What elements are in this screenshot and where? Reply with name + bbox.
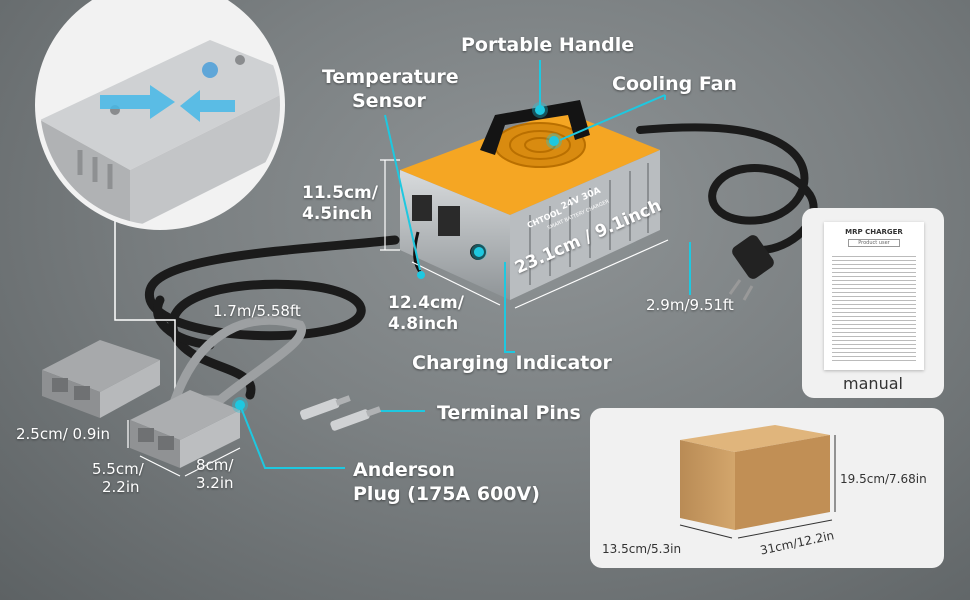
anderson-plug-loose [42, 340, 160, 418]
depth-label-in: 4.8inch [388, 314, 459, 334]
connector-zoom [35, 0, 285, 230]
manual-sheet: MRP CHARGER Product user [824, 222, 924, 370]
manual-panel: MRP CHARGER Product user manual [802, 208, 944, 398]
temperature-sensor-label-2: Sensor [352, 90, 426, 112]
charging-indicator-label: Charging Indicator [412, 352, 612, 374]
portable-handle-label: Portable Handle [461, 34, 635, 56]
output-cable-length: 1.7m/5.58ft [213, 302, 301, 320]
plug-height-label: 2.5cm/ 0.9in [16, 425, 111, 443]
height-label-in: 4.5inch [302, 204, 373, 224]
indicator-dot [474, 247, 484, 257]
box-height-label: 19.5cm/7.68in [840, 472, 927, 486]
height-label-cm: 11.5cm/ [302, 183, 378, 203]
plug-width-label-in: 2.2in [102, 478, 140, 496]
input-cable [636, 123, 818, 254]
carton-box [680, 425, 830, 530]
depth-label-cm: 12.4cm/ [388, 293, 464, 313]
dimension-lines [380, 159, 669, 309]
plug-length-label-cm: 8cm/ [196, 456, 234, 474]
manual-subtitle: Product user [848, 239, 900, 247]
box-depth-label: 13.5cm/5.3in [602, 542, 682, 556]
anderson-plug-label-1: Anderson [353, 459, 455, 481]
anderson-plug-handle [130, 315, 306, 468]
handle-dot [535, 105, 545, 115]
fan-dot [549, 136, 559, 146]
temperature-sensor-label-1: Temperature [322, 66, 459, 88]
plug-width-label-cm: 5.5cm/ [92, 460, 144, 478]
terminal-pins-label: Terminal Pins [437, 402, 581, 424]
terminal-pins [299, 395, 382, 431]
plug-dot [235, 400, 245, 410]
charger-body [400, 100, 660, 300]
plug-length-label-in: 3.2in [196, 474, 234, 492]
manual-label: manual [843, 374, 903, 393]
callout-lines [239, 60, 691, 469]
input-cable-length: 2.9m/9.51ft [646, 296, 734, 314]
power-plug-icon [728, 235, 774, 301]
manual-title: MRP CHARGER [845, 228, 903, 236]
cooling-fan-label: Cooling Fan [612, 73, 738, 95]
anderson-plug-label-2: Plug (175A 600V) [353, 483, 540, 505]
